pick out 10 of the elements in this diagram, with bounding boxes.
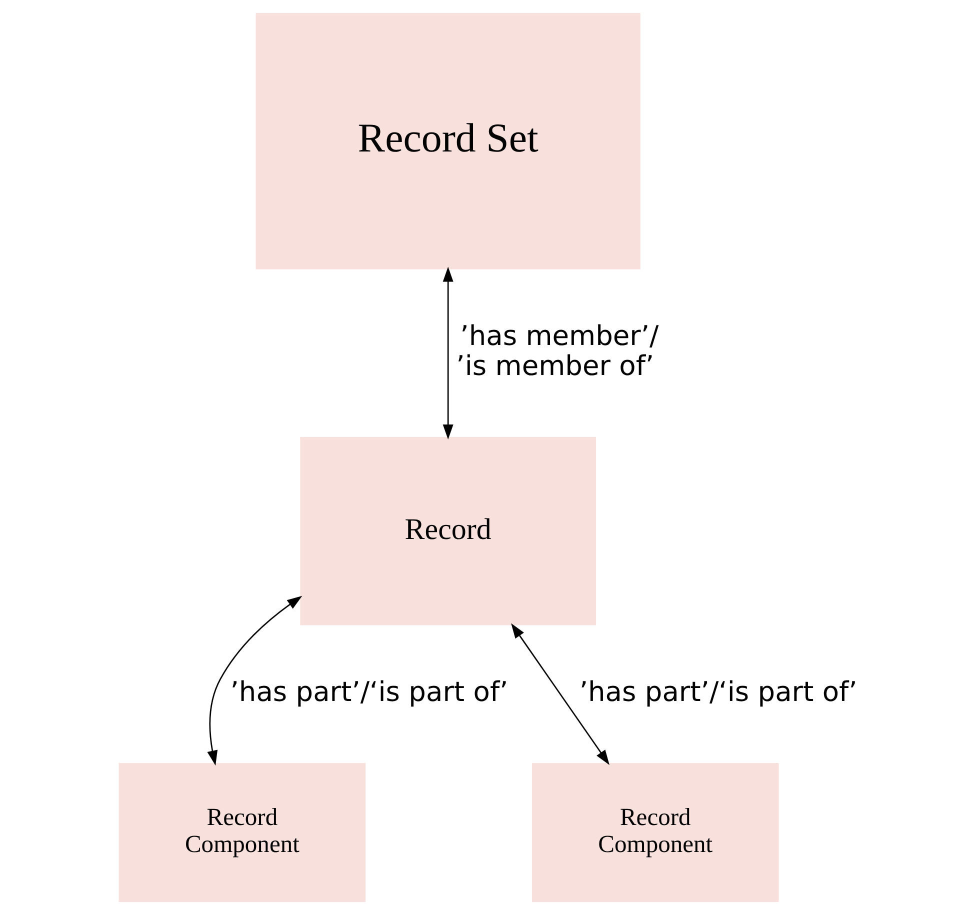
node-box: Record Component (531, 762, 778, 902)
edge-label: ’has member’/ ’is member of’ (456, 321, 658, 382)
node-box: Record Component (118, 762, 366, 902)
arrow (206, 596, 302, 766)
node-box: Record (300, 437, 596, 626)
arrow (442, 266, 453, 440)
edge-label: ’has part’/‘is part of’ (230, 676, 508, 708)
node-box: Record Set (255, 12, 640, 270)
arrow (510, 623, 609, 765)
edge-label: ’has part’/‘is part of’ (578, 676, 857, 708)
